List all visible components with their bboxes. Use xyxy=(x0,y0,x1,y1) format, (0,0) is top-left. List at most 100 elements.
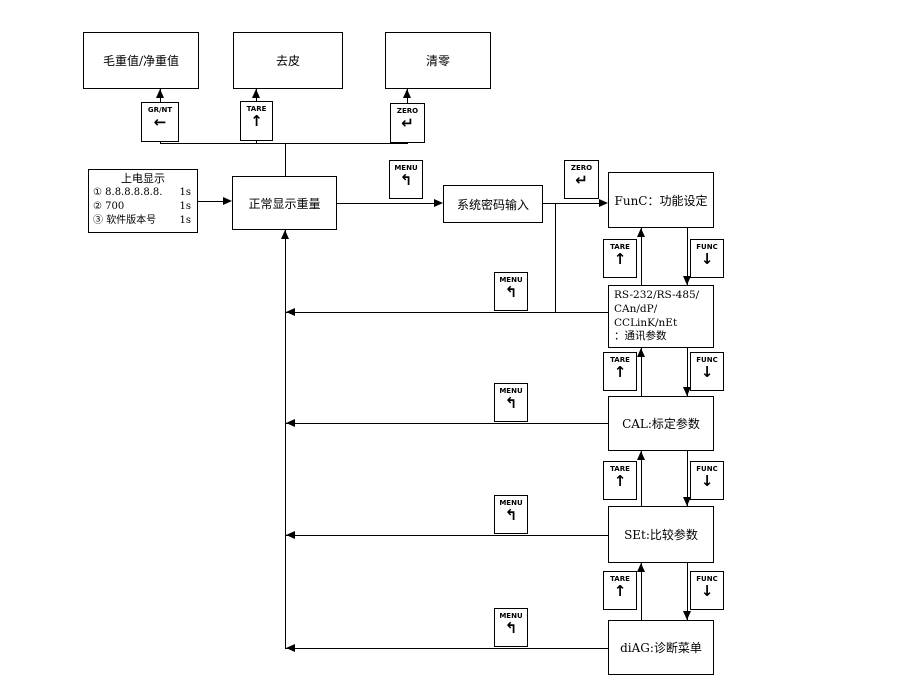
connector xyxy=(641,451,642,506)
arrowhead-right xyxy=(599,199,608,207)
return-arrow-icon: ↵ xyxy=(575,171,588,189)
menu-key-label: MENU xyxy=(394,164,418,172)
calibration-label: CAL:标定参数 xyxy=(622,417,700,431)
connector xyxy=(337,203,435,204)
arrowhead-left xyxy=(286,419,295,427)
menu-key: MENU ↰ xyxy=(494,383,528,422)
up-arrow-icon: ↑ xyxy=(613,582,627,600)
zero-key-label: ZERO xyxy=(570,164,593,172)
up-arrow-icon: ↑ xyxy=(613,472,627,490)
row-text: 700 xyxy=(105,201,125,213)
menu-key: MENU ↰ xyxy=(494,272,528,311)
menu-key-label: MENU xyxy=(499,499,523,507)
down-arrow-icon: ↓ xyxy=(700,250,714,268)
connector xyxy=(687,451,688,506)
connector xyxy=(160,143,408,144)
up-arrow-icon: ↑ xyxy=(613,363,627,381)
row-time: 1s xyxy=(179,187,192,199)
tare-key: TARE ↑ xyxy=(603,571,637,610)
menu-return-icon: ↰ xyxy=(399,171,413,189)
menu-return-icon: ↰ xyxy=(504,283,518,301)
connector xyxy=(285,423,608,424)
tare-key-label: TARE xyxy=(610,575,630,583)
tare-key: TARE ↑ xyxy=(603,461,637,500)
return-arrow-icon: ↵ xyxy=(401,114,414,132)
connector xyxy=(641,228,642,285)
zero-key: ZERO ↵ xyxy=(390,103,425,143)
connector xyxy=(687,228,688,285)
tare-key: TARE ↑ xyxy=(603,352,637,391)
arrowhead-right xyxy=(434,199,443,207)
comm-line1: RS-232/RS-485/ xyxy=(614,289,700,302)
func-key: FUNC ↓ xyxy=(690,571,724,610)
menu-return-icon: ↰ xyxy=(504,506,518,524)
down-arrow-icon: ↓ xyxy=(700,472,714,490)
zero-action-box: 清零 xyxy=(385,32,491,89)
func-key: FUNC ↓ xyxy=(690,461,724,500)
func-key: FUNC ↓ xyxy=(690,239,724,278)
tare-action-label: 去皮 xyxy=(275,54,300,68)
function-setting-box: FunC：功能设定 xyxy=(608,172,714,228)
func-key-label: FUNC xyxy=(696,465,718,473)
gross-net-box: 毛重值/净重值 xyxy=(83,32,199,89)
comm-params-box: RS-232/RS-485/ CAn/dP/ CCLinK/nEt ：通讯参数 xyxy=(608,285,714,348)
power-on-row: ① 8.8.8.8.8.8. 1s xyxy=(89,186,197,200)
tare-key-label: TARE xyxy=(610,356,630,364)
power-on-row: ② 700 1s xyxy=(89,200,197,214)
arrowhead-left xyxy=(286,531,295,539)
diagnose-label: diAG:诊断菜单 xyxy=(620,641,702,655)
arrowhead-down xyxy=(683,387,691,396)
arrowhead-up xyxy=(637,228,645,237)
arrowhead-left xyxy=(286,308,295,316)
row-time: 1s xyxy=(179,215,192,227)
tare-action-box: 去皮 xyxy=(233,32,343,89)
connector xyxy=(198,201,224,202)
connector xyxy=(687,348,688,396)
menu-return-icon: ↰ xyxy=(504,619,518,637)
arrowhead-right xyxy=(223,197,232,205)
menu-return-icon: ↰ xyxy=(504,394,518,412)
row-text: 软件版本号 xyxy=(106,215,157,227)
power-on-display-box: 上电显示 ① 8.8.8.8.8.8. 1s ② 700 1s ③ 软件版本号 … xyxy=(88,169,198,233)
comm-line3: CCLinK/nEt xyxy=(614,316,678,329)
gross-net-label: 毛重值/净重值 xyxy=(102,54,180,68)
arrowhead-up xyxy=(156,89,164,98)
grnt-key: GR/NT ← xyxy=(141,102,179,142)
tare-key-label: TARE xyxy=(610,465,630,473)
diagnose-box: diAG:诊断菜单 xyxy=(608,620,714,675)
power-on-row: ③ 软件版本号 1s xyxy=(89,214,197,228)
row-number: ① xyxy=(93,187,102,199)
arrowhead-up xyxy=(637,348,645,357)
arrowhead-up xyxy=(281,230,289,239)
func-key-label: FUNC xyxy=(696,356,718,364)
connector xyxy=(687,563,688,620)
up-arrow-icon: ↑ xyxy=(613,250,627,268)
arrowhead-up xyxy=(403,89,411,98)
tare-key-label: TARE xyxy=(246,105,267,113)
connector xyxy=(555,203,556,312)
menu-key: MENU ↰ xyxy=(494,608,528,647)
function-setting-label: FunC：功能设定 xyxy=(614,193,708,208)
connector xyxy=(285,230,286,648)
func-key-label: FUNC xyxy=(696,243,718,251)
func-key-label: FUNC xyxy=(696,575,718,583)
comm-line2: CAn/dP/ xyxy=(614,302,658,315)
password-input-label: 系统密码输入 xyxy=(456,197,529,212)
zero-action-label: 清零 xyxy=(425,54,450,68)
func-key: FUNC ↓ xyxy=(690,352,724,391)
tare-key: TARE ↑ xyxy=(603,239,637,278)
comm-line4: ：通讯参数 xyxy=(614,330,667,343)
arrowhead-down xyxy=(683,276,691,285)
connector xyxy=(285,143,286,176)
normal-weight-label: 正常显示重量 xyxy=(248,196,321,211)
tare-key: TARE ↑ xyxy=(240,101,273,141)
up-arrow-icon: ↑ xyxy=(250,112,263,130)
power-on-title: 上电显示 xyxy=(121,172,165,185)
zero-key-label: ZERO xyxy=(396,107,419,115)
menu-key-label: MENU xyxy=(499,612,523,620)
compare-params-label: SEt:比较参数 xyxy=(624,528,698,542)
connector xyxy=(285,535,608,536)
arrowhead-up xyxy=(252,89,260,98)
arrowhead-up xyxy=(637,563,645,572)
